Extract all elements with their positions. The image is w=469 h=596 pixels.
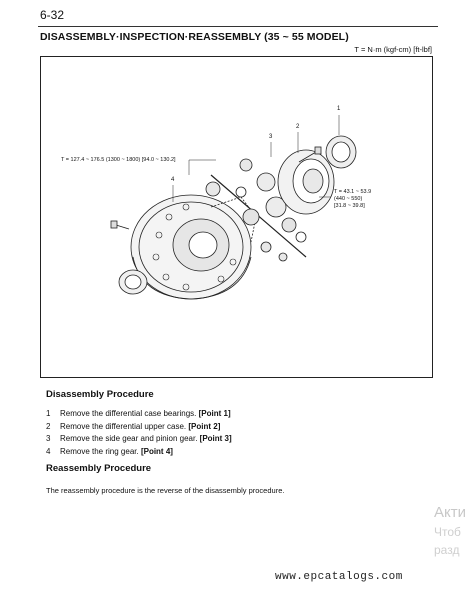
step-text: Remove the ring gear.	[60, 446, 141, 456]
step-number: 1	[46, 409, 51, 418]
torque-callout-left: T = 127.4 ~ 176.5 (1300 ~ 1800) [94.0 ~ …	[61, 157, 176, 163]
step-number: 3	[46, 434, 51, 443]
pinion-gears-illustration	[205, 158, 307, 262]
torque-right-line-1: T = 43.1 ~ 53.9	[334, 189, 372, 195]
disassembly-heading: Disassembly Procedure	[46, 389, 154, 400]
upper-case-illustration	[277, 149, 335, 215]
bolt-left-illustration	[110, 220, 130, 230]
torque-callout-right: T = 43.1 ~ 53.9 (440 ~ 550) [31.8 ~ 39.8…	[334, 189, 371, 210]
lower-bearing-illustration	[118, 269, 148, 295]
part-number-1: 1	[337, 106, 341, 112]
step-text: Remove the differential case bearings.	[60, 409, 199, 418]
activation-line-2: разд	[434, 543, 460, 557]
step-point-link: [Point 2]	[188, 421, 221, 431]
step-point-link: [Point 4]	[140, 446, 173, 456]
step-text: Remove the differential upper case.	[60, 421, 189, 431]
step-4: 4 Remove the ring gear. [Point 4]	[46, 446, 232, 459]
bolt-right-illustration	[298, 146, 322, 163]
step-number: 4	[46, 446, 51, 456]
part-number-4: 4	[171, 177, 175, 183]
header-rule	[38, 26, 438, 27]
torque-right-line-2: (440 ~ 550)	[334, 196, 363, 202]
reassembly-text: The reassembly procedure is the reverse …	[46, 486, 285, 495]
step-number: 2	[46, 421, 51, 431]
part-number-2: 2	[296, 124, 300, 130]
differential-exploded-view	[110, 115, 357, 300]
torque-units: T = N·m (kgf-cm) [ft-lbf]	[354, 45, 432, 54]
ring-gear-illustration	[130, 194, 257, 300]
upper-bearing-illustration	[325, 135, 357, 169]
section-title: DISASSEMBLY·INSPECTION·REASSEMBLY (35 ~ …	[40, 31, 349, 43]
step-text: Remove the side gear and pinion gear.	[60, 434, 200, 443]
step-3: 3 Remove the side gear and pinion gear. […	[46, 433, 232, 446]
activation-line-1: Чтоб	[434, 525, 461, 539]
part-number-3: 3	[269, 134, 273, 140]
step-point-link: [Point 3]	[199, 434, 232, 443]
torque-right-line-3: [31.8 ~ 39.8]	[334, 203, 365, 209]
activation-title: Акти	[434, 504, 466, 521]
activation-overlay: Акти Чтоб разд	[434, 503, 466, 559]
diagram-box: 1 2 3 4 T = 127.4 ~ 176.5 (1300 ~ 1800) …	[40, 56, 433, 378]
step-2: 2 Remove the differential upper case. [Po…	[46, 421, 232, 434]
reassembly-heading: Reassembly Procedure	[46, 463, 152, 474]
page-number: 6-32	[40, 8, 65, 22]
site-watermark: www.epcatalogs.com	[275, 571, 403, 583]
step-point-link: [Point 1]	[198, 409, 231, 418]
